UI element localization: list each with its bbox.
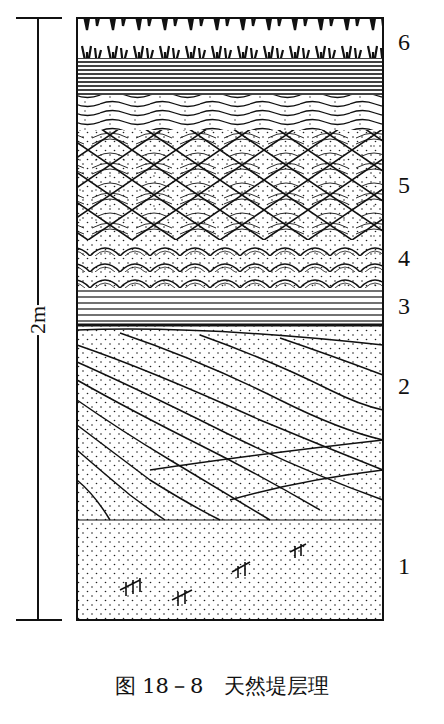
scale-label: 2m: [25, 305, 51, 335]
layer-number: 5: [398, 173, 410, 197]
layer-number: 3: [398, 294, 410, 318]
layer-number: 1: [398, 554, 410, 578]
layer-number: 2: [398, 374, 410, 398]
layer-number: 4: [398, 246, 410, 270]
figure-caption: 图 18－8 天然堤层理: [115, 676, 330, 697]
layer-number: 6: [398, 30, 410, 54]
